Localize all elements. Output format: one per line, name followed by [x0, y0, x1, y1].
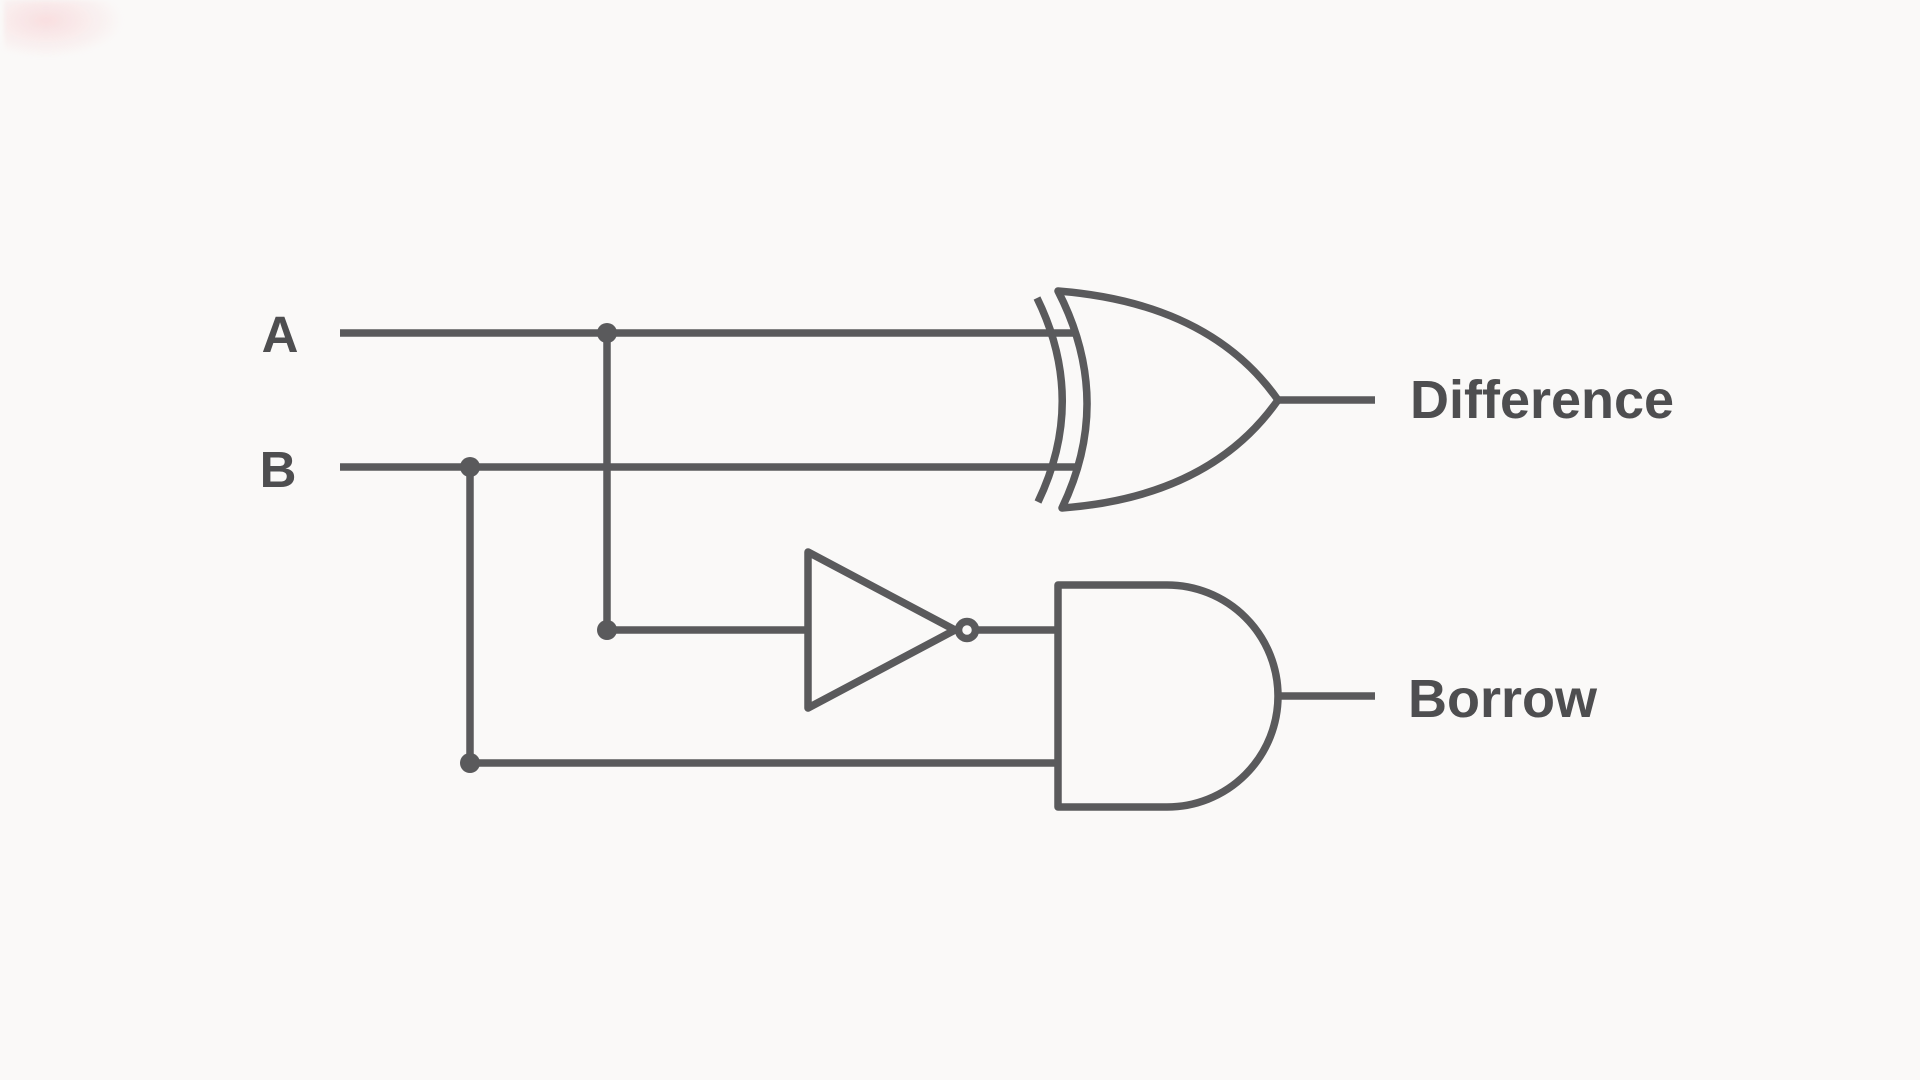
junction-dot-icon — [460, 457, 480, 477]
xor-gate-icon — [1054, 287, 1282, 512]
inverter-bubble-icon — [954, 617, 980, 643]
wires — [340, 329, 1375, 767]
label-input-a: A — [262, 306, 299, 363]
label-output-difference: Difference — [1410, 370, 1674, 430]
labels: A B Difference Borrow — [260, 306, 1675, 729]
gates — [804, 287, 1282, 811]
label-output-borrow: Borrow — [1408, 669, 1598, 729]
and-gate-icon — [1054, 581, 1282, 811]
junction-dots — [460, 323, 617, 773]
xor-gate-double-line-icon — [1033, 296, 1066, 504]
junction-dot-icon — [460, 753, 480, 773]
junction-dot-icon — [597, 323, 617, 343]
label-input-b: B — [260, 441, 297, 498]
junction-dot-icon — [597, 620, 617, 640]
not-gate-icon — [804, 548, 959, 712]
